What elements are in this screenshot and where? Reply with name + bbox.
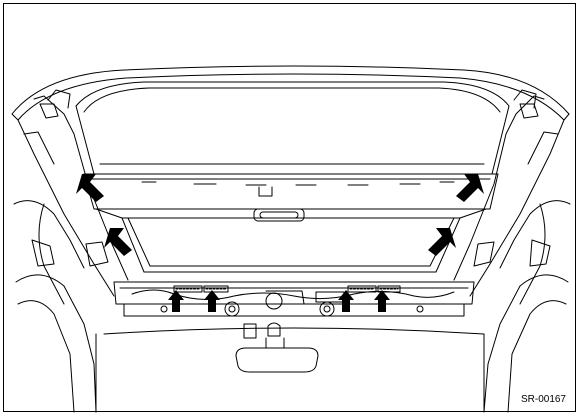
sunroof-frame: [83, 173, 499, 273]
arrow-bottom-1: [168, 290, 184, 312]
sunroof-frame-drawing: [11, 65, 571, 413]
arrow-bottom-2: [204, 290, 220, 312]
figure-code-label: SR-00167: [520, 394, 566, 405]
left-pillar: [13, 89, 129, 413]
pointer-arrows: [76, 174, 484, 312]
arrow-bottom-3: [338, 290, 354, 312]
arrow-middle-right: [428, 228, 456, 256]
front-header: [113, 281, 475, 317]
right-pillar: [453, 89, 571, 413]
roof-outline: [11, 65, 570, 121]
headliner-lower: [95, 322, 485, 413]
arrow-middle-left: [104, 228, 132, 256]
arrow-bottom-4: [374, 290, 390, 312]
arrow-upper-left: [76, 174, 104, 202]
figure-frame: SR-00167: [3, 3, 576, 413]
sunroof-opening: [75, 81, 510, 186]
arrow-upper-right: [456, 174, 484, 202]
